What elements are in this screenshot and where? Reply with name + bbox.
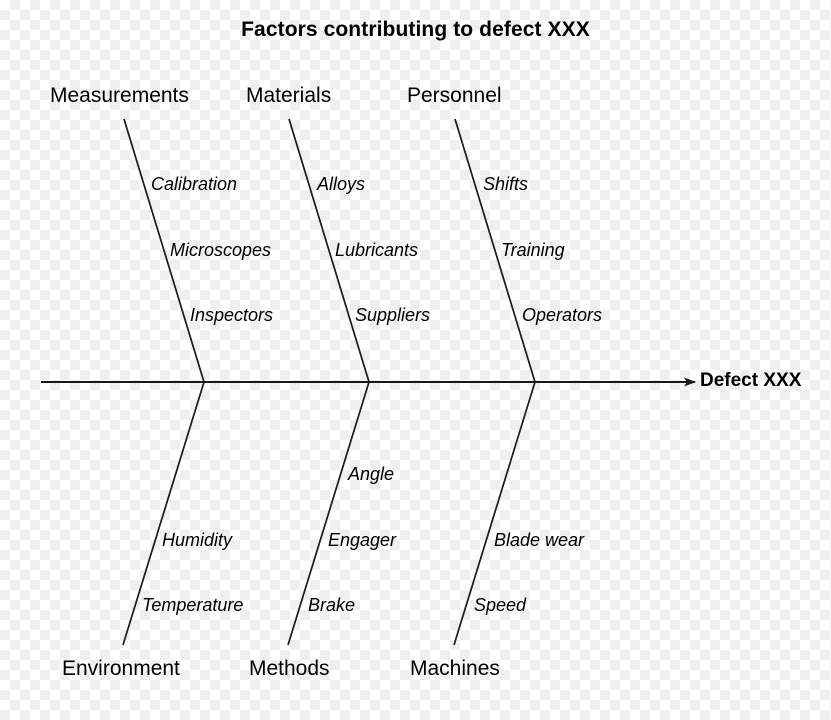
branch-lines-group bbox=[122, 118, 536, 646]
category-label-environment[interactable]: Environment bbox=[62, 657, 180, 680]
cause-label-environment-1[interactable]: Temperature bbox=[142, 595, 244, 615]
effect-label: Defect XXX bbox=[700, 370, 802, 391]
branch-line-methods bbox=[287, 381, 370, 646]
cause-label-materials-1[interactable]: Lubricants bbox=[335, 240, 419, 260]
cause-label-measurements-0[interactable]: Calibration bbox=[151, 174, 238, 194]
cause-label-materials-0[interactable]: Alloys bbox=[317, 174, 366, 194]
cause-label-materials-2[interactable]: Suppliers bbox=[355, 305, 431, 325]
cause-label-methods-2[interactable]: Brake bbox=[308, 595, 356, 615]
cause-label-personnel-2[interactable]: Operators bbox=[522, 305, 603, 325]
cause-label-methods-1[interactable]: Engager bbox=[328, 530, 397, 550]
branch-line-materials bbox=[288, 118, 370, 383]
category-label-methods[interactable]: Methods bbox=[249, 657, 330, 680]
category-label-materials[interactable]: Materials bbox=[246, 84, 332, 107]
branch-line-measurements bbox=[123, 118, 205, 383]
cause-label-environment-0[interactable]: Humidity bbox=[162, 530, 233, 550]
cause-label-machines-1[interactable]: Speed bbox=[474, 595, 527, 615]
category-label-machines[interactable]: Machines bbox=[410, 657, 500, 680]
category-label-measurements[interactable]: Measurements bbox=[50, 84, 189, 107]
cause-label-personnel-1[interactable]: Training bbox=[501, 240, 565, 260]
branch-line-environment bbox=[122, 381, 205, 646]
cause-label-personnel-0[interactable]: Shifts bbox=[483, 174, 529, 194]
cause-label-measurements-2[interactable]: Inspectors bbox=[190, 305, 274, 325]
category-label-personnel[interactable]: Personnel bbox=[407, 84, 502, 107]
page-title: Factors contributing to defect XXX bbox=[241, 18, 590, 41]
branch-line-machines bbox=[453, 381, 536, 646]
cause-label-machines-0[interactable]: Blade wear bbox=[494, 530, 585, 550]
branch-line-personnel bbox=[454, 118, 536, 383]
cause-label-measurements-1[interactable]: Microscopes bbox=[170, 240, 272, 260]
cause-label-methods-0[interactable]: Angle bbox=[348, 464, 395, 484]
